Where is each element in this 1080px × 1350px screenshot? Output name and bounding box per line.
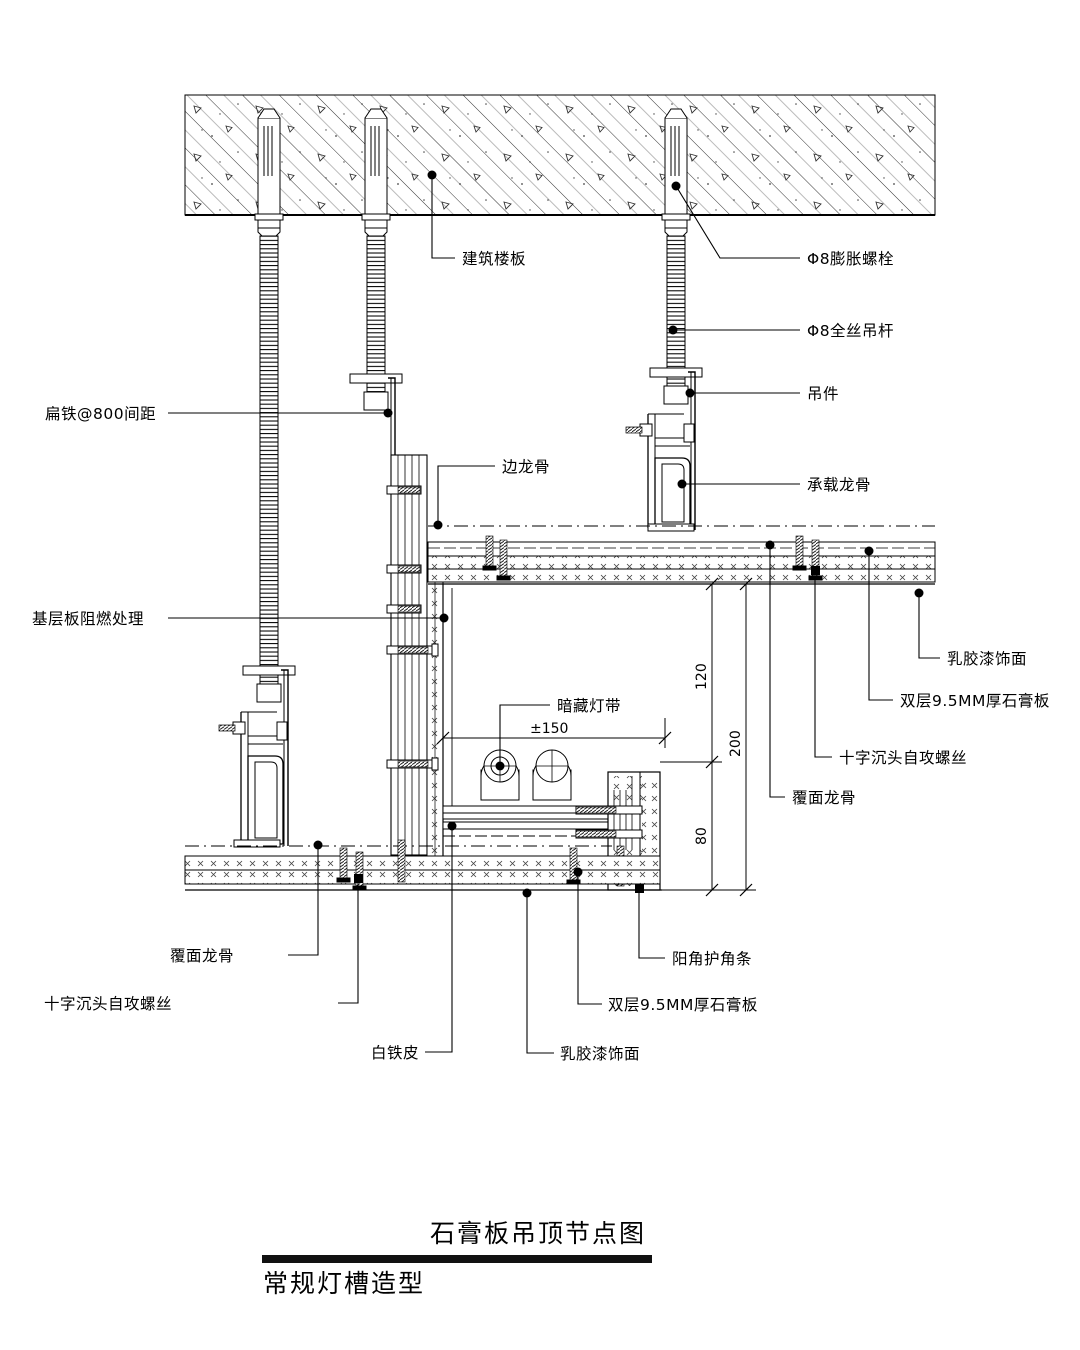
threaded-rod-group (259, 235, 686, 669)
bolt-fastener-group (386, 485, 439, 771)
threaded-rod (366, 235, 386, 377)
drawing-title-sub: 常规灯槽造型 (263, 1269, 425, 1298)
self-tapping-screw-group (336, 839, 581, 891)
label-gypsum-right: 双层9.5MM厚石膏板 (900, 692, 1050, 710)
expansion-bolt (361, 108, 391, 237)
label-base-board: 基层板阻燃处理 (32, 610, 144, 628)
expansion-bolt (661, 108, 691, 237)
label-gypsum-bottom: 双层9.5MM厚石膏板 (608, 996, 758, 1014)
leader-expansion-bolt (675, 185, 800, 259)
lower-ceiling-assembly (184, 845, 662, 891)
label-furring-keel-right: 覆面龙骨 (792, 789, 856, 807)
title-block: 石膏板吊顶节点图 常规灯槽造型 (262, 1219, 652, 1298)
drawing-title-main: 石膏板吊顶节点图 (430, 1219, 646, 1248)
leader-latex-bottom (526, 893, 554, 1054)
concealed-light-strip (480, 749, 572, 801)
label-flat-iron: 扁铁@800间距 (45, 405, 156, 423)
building-slab (184, 94, 936, 216)
leader-tin-sheet (425, 826, 453, 1053)
leader-slab (431, 175, 455, 259)
expansion-bolt-group (254, 108, 691, 237)
leader-corner-bead (638, 888, 665, 959)
label-edge-keel: 边龙骨 (502, 458, 550, 476)
leader-edge-keel (437, 465, 495, 525)
label-hanger: 吊件 (807, 385, 839, 403)
upper-ceiling-assembly (427, 525, 936, 585)
expansion-bolt (254, 108, 284, 237)
label-latex-paint-right: 乳胶漆饰面 (947, 650, 1027, 668)
label-main-keel: 承载龙骨 (807, 476, 871, 494)
dim-total-depth: 200 (728, 730, 744, 757)
leader-hidden-light (499, 704, 550, 766)
label-screw-bottom: 十字沉头自攻螺丝 (44, 995, 172, 1013)
title-underline-bar (262, 1255, 652, 1263)
label-latex-paint-bottom: 乳胶漆饰面 (560, 1045, 640, 1063)
label-slab: 建筑楼板 (462, 250, 526, 268)
leader-furring-right (769, 545, 785, 798)
main-load-keel (218, 711, 288, 848)
label-tin-sheet: 白铁皮 (371, 1044, 419, 1062)
dimension-group (436, 577, 756, 897)
label-furring-keel-bottom: 覆面龙骨 (170, 947, 234, 965)
leader-screw-bottom (338, 878, 359, 1004)
hanger-piece (242, 665, 296, 846)
dim-upper-depth: 120 (694, 663, 710, 690)
leader-dot-group (313, 170, 924, 898)
label-hidden-light: 暗藏灯带 (557, 697, 621, 715)
label-expansion-bolt: Φ8膨胀螺栓 (807, 250, 894, 268)
vertical-edge-keel (390, 454, 444, 871)
dim-light-slot-width: ±150 (530, 721, 568, 737)
label-threaded-rod: Φ8全丝吊杆 (807, 322, 894, 340)
hanger-piece (649, 367, 703, 530)
threaded-rod (666, 235, 686, 371)
label-corner-bead: 阳角护角条 (672, 950, 752, 968)
dim-lower-depth: 80 (694, 827, 710, 845)
leader-latex-right (918, 593, 940, 659)
main-load-keel (625, 413, 695, 532)
leader-furring-bottom (288, 845, 319, 956)
leader-screw-right (814, 570, 832, 758)
label-screw-right: 十字沉头自攻螺丝 (839, 749, 967, 767)
leader-gypsum-right (868, 551, 893, 701)
leader-gypsum-bottom (577, 872, 602, 1005)
threaded-rod (259, 235, 279, 669)
